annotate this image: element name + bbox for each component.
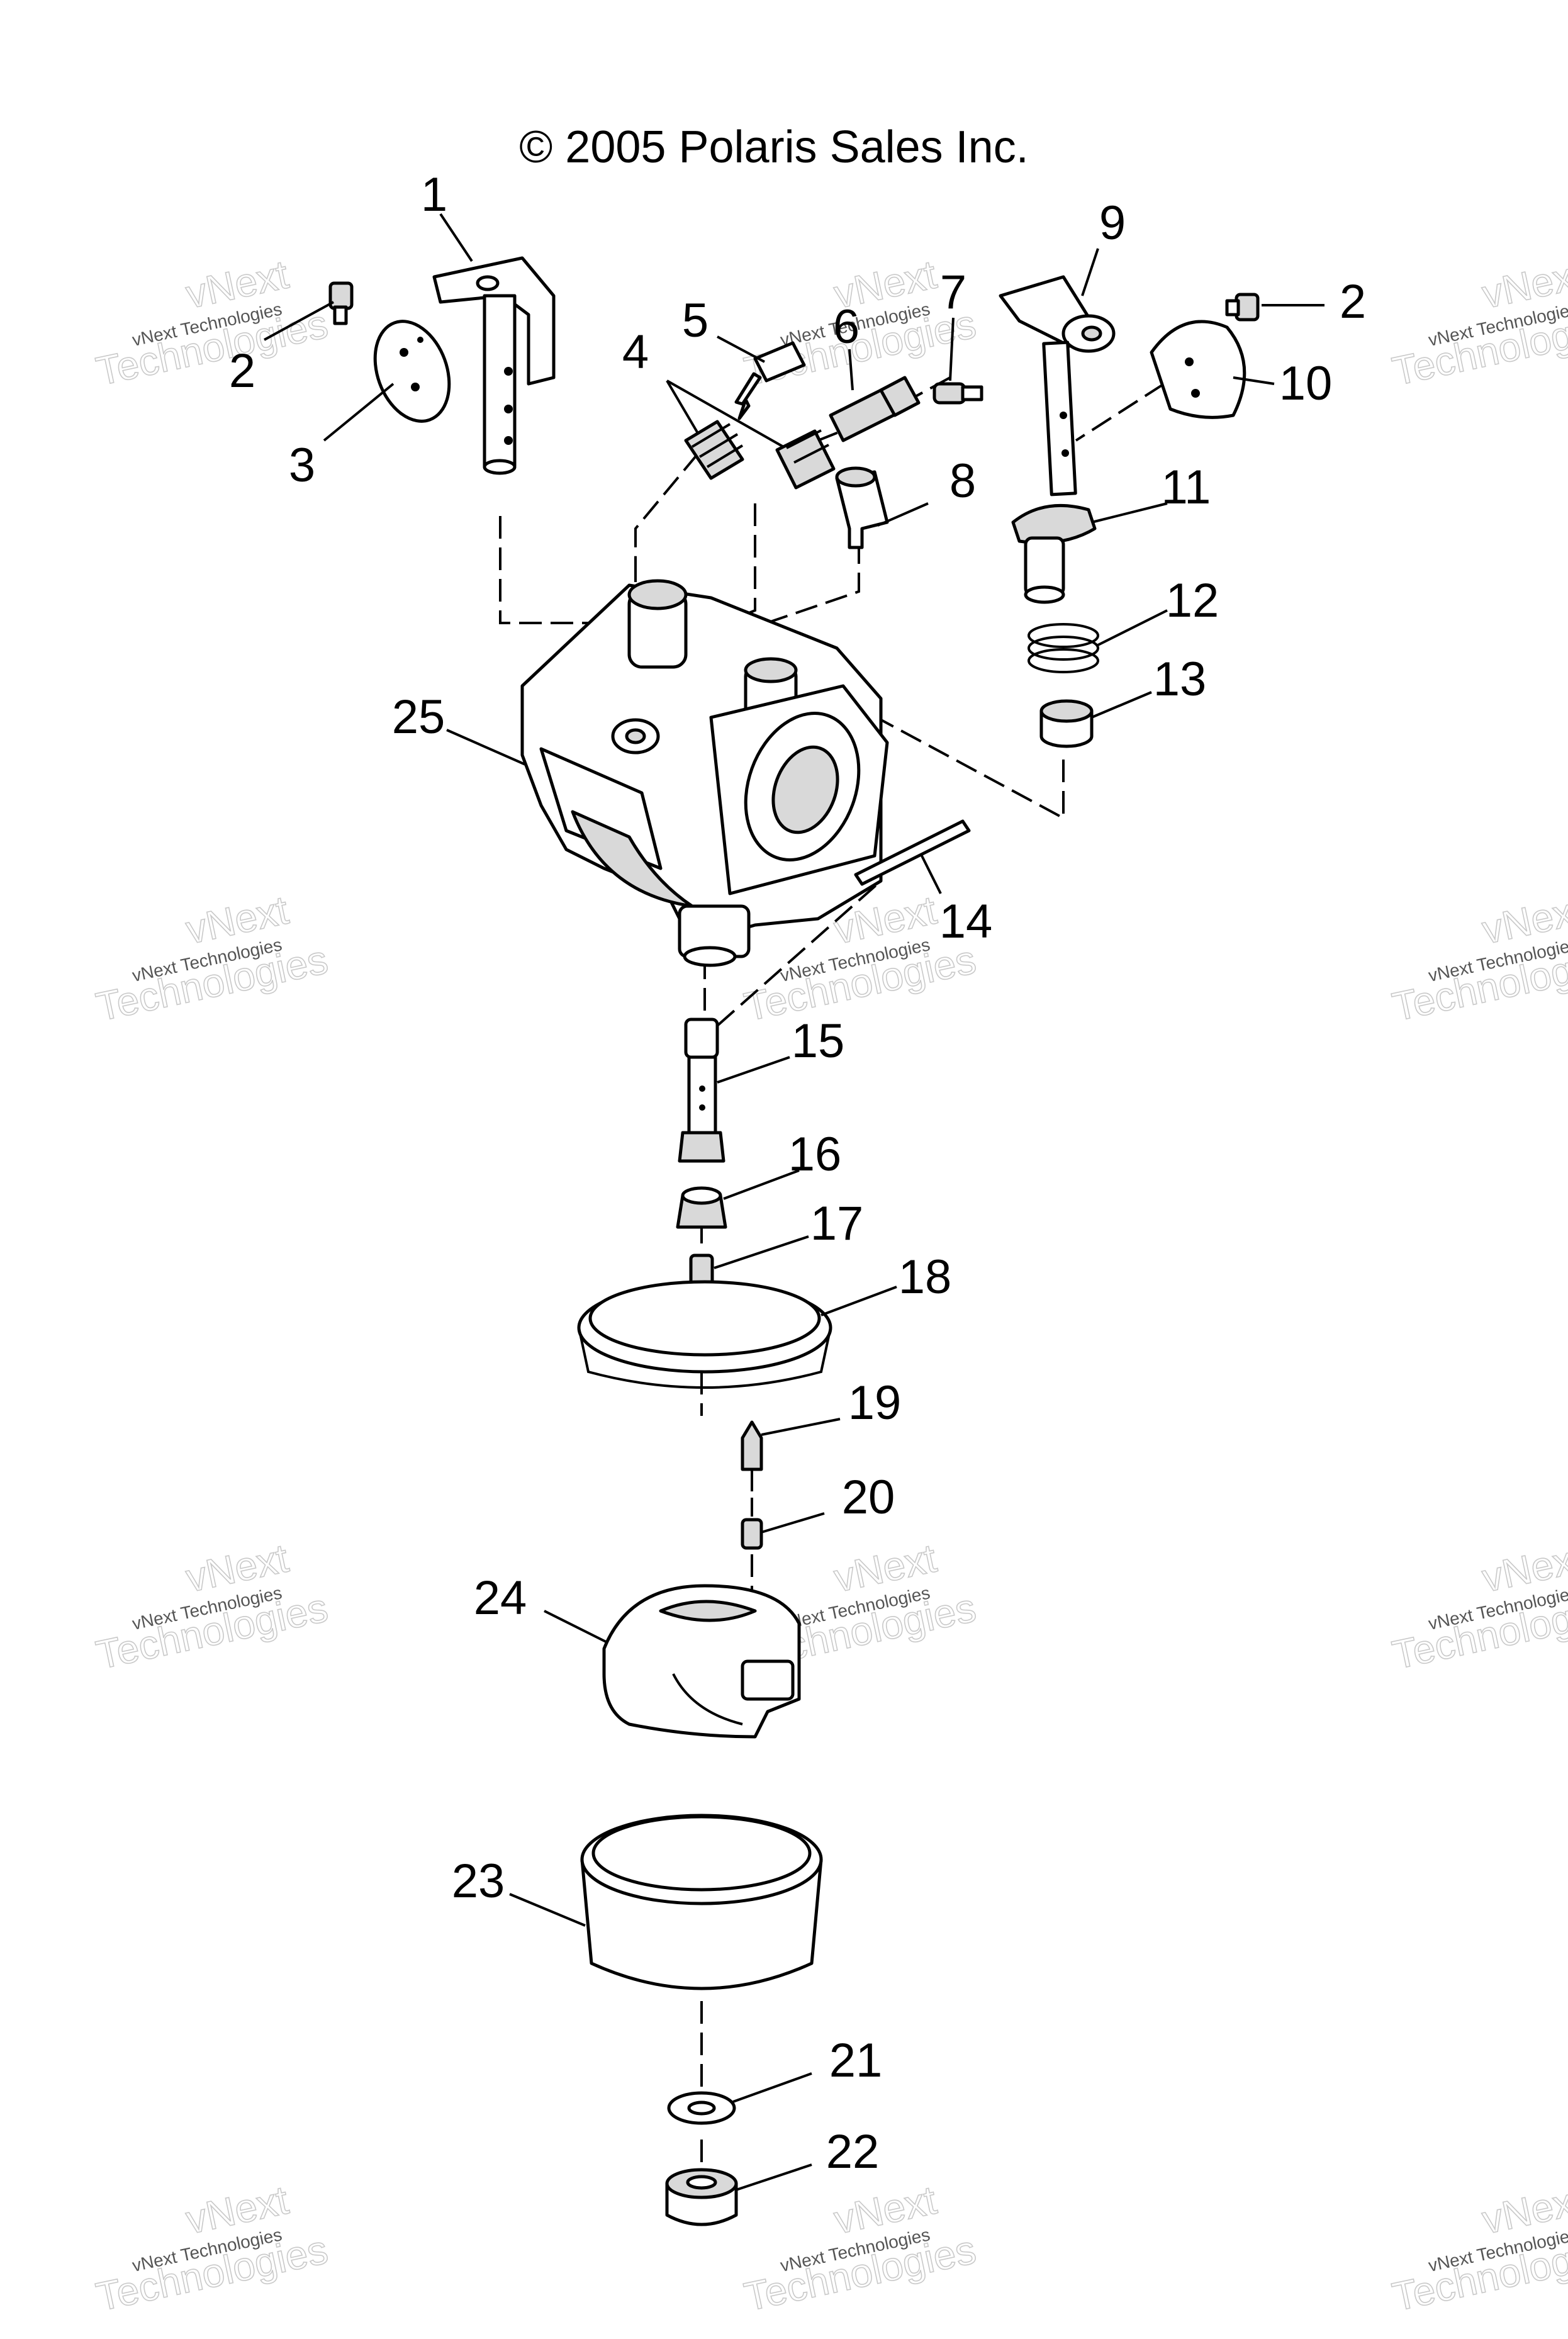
callout-20: 20 xyxy=(842,1471,895,1524)
callout-leaders xyxy=(264,213,1324,2191)
callout-6: 6 xyxy=(833,300,860,354)
callout-16: 16 xyxy=(788,1128,842,1181)
callout-11: 11 xyxy=(1162,461,1211,514)
part-2-screw-right xyxy=(1225,293,1260,322)
callout-19: 19 xyxy=(848,1376,902,1430)
part-23-float-bowl xyxy=(580,1814,823,1990)
callout-15: 15 xyxy=(792,1014,845,1068)
part-22-bowl-nut xyxy=(665,2168,738,2226)
part-18-bowl-gasket xyxy=(577,1280,832,1389)
callout-14: 14 xyxy=(939,895,993,948)
callout-22: 22 xyxy=(826,2125,880,2179)
part-9-choke-shaft xyxy=(999,275,1116,496)
part-25-carburetor-body xyxy=(520,579,889,967)
callout-5: 5 xyxy=(682,294,708,347)
callout-1: 1 xyxy=(421,168,447,222)
part-21-washer xyxy=(667,2091,736,2125)
part-15-emulsion-tube xyxy=(678,1018,725,1163)
callout-23: 23 xyxy=(452,1854,505,1908)
callout-18: 18 xyxy=(899,1250,952,1304)
callout-8: 8 xyxy=(949,454,976,508)
part-3-throttle-plate xyxy=(373,320,451,423)
part-2-screw-left xyxy=(328,281,354,325)
part-20-needle-clip xyxy=(741,1518,763,1550)
callout-2-left: 2 xyxy=(229,344,255,398)
callout-7: 7 xyxy=(940,266,966,319)
callout-25: 25 xyxy=(392,690,445,744)
part-13-collar xyxy=(1039,699,1094,748)
callout-21: 21 xyxy=(829,2034,883,2087)
callout-12: 12 xyxy=(1166,574,1219,627)
part-8-jet xyxy=(835,466,889,549)
callout-2-right: 2 xyxy=(1340,275,1366,328)
part-12-spring xyxy=(1028,623,1099,673)
part-1-throttle-shaft xyxy=(432,256,556,475)
part-4-springs xyxy=(684,420,836,490)
callout-17: 17 xyxy=(810,1197,864,1250)
callout-4: 4 xyxy=(622,325,649,379)
callout-9: 9 xyxy=(1099,196,1126,250)
callout-numbers: 1 2 2 3 4 5 6 7 8 9 10 11 12 13 14 15 16… xyxy=(229,168,1366,2179)
callout-13: 13 xyxy=(1153,653,1207,706)
part-19-inlet-needle xyxy=(741,1420,763,1491)
part-14-pin xyxy=(854,819,971,886)
part-24-float xyxy=(602,1584,801,1739)
part-16-main-jet xyxy=(676,1186,727,1229)
part-5-mixture-screw xyxy=(734,341,806,420)
part-7-screw xyxy=(932,382,983,405)
part-6-idle-screw xyxy=(829,376,921,442)
callout-10: 10 xyxy=(1279,357,1333,410)
copyright-text: © 2005 Polaris Sales Inc. xyxy=(519,122,1028,172)
part-10-choke-plate xyxy=(1150,320,1246,419)
part-11-idle-cam xyxy=(1011,503,1097,604)
callout-3: 3 xyxy=(289,439,315,492)
callout-24: 24 xyxy=(474,1571,527,1625)
